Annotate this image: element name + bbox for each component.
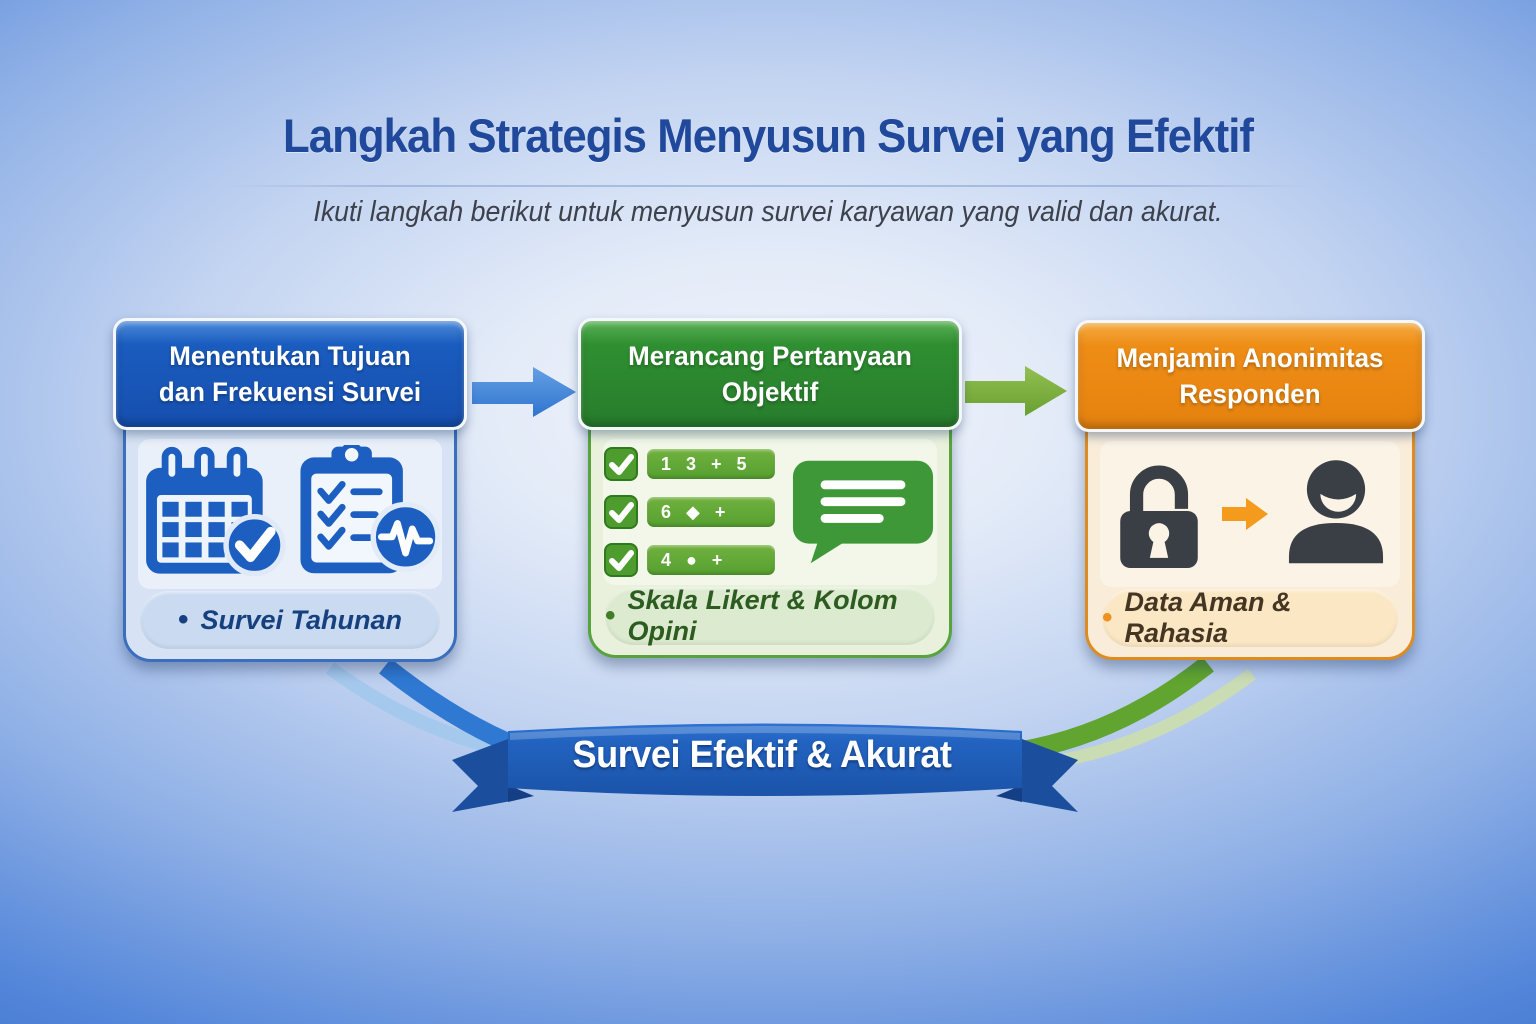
card-body: 1 3 + 5 6 ◆ + 4 ● + bbox=[588, 414, 952, 658]
card-footer-label: Survei Tahunan bbox=[200, 604, 403, 635]
scale-bar: 4 ● + bbox=[647, 545, 775, 575]
arrow-right-shape bbox=[965, 366, 1067, 416]
step-card-tujuan-frekuensi: • Survei Tahunan Menentukan Tujuan dan F… bbox=[113, 318, 467, 662]
flow-arrow-1-icon bbox=[472, 367, 576, 417]
ribbon-banner bbox=[452, 723, 1078, 812]
ribbon-tail-left bbox=[452, 736, 516, 812]
ribbon-fold-left bbox=[508, 785, 534, 802]
checkmark-badge-icon bbox=[223, 514, 286, 577]
card-footer-badge: • Survei Tahunan bbox=[140, 591, 440, 649]
clipboard-checklist-icon bbox=[300, 445, 441, 574]
ribbon-tail-right bbox=[1014, 736, 1078, 812]
ribbon-fold-right bbox=[996, 785, 1022, 802]
scale-bar: 6 ◆ + bbox=[647, 497, 775, 527]
scale-bar: 1 3 + 5 bbox=[647, 449, 775, 479]
step-card-pertanyaan-objektif: 1 3 + 5 6 ◆ + 4 ● + bbox=[578, 318, 962, 658]
page-title: Langkah Strategis Menyusun Survei yang E… bbox=[282, 109, 1254, 162]
calendar-rings bbox=[161, 446, 248, 484]
speech-bubble-icon bbox=[792, 460, 934, 564]
card-icon-panel: 1 3 + 5 6 ◆ + 4 ● + bbox=[603, 439, 937, 585]
padlock-icon bbox=[1120, 465, 1198, 569]
card-header: Menentukan Tujuan dan Frekuensi Survei bbox=[113, 318, 467, 430]
card-header: Merancang Pertanyaan Objektif bbox=[578, 318, 962, 430]
card-icon-panel bbox=[138, 439, 442, 589]
checklist-row: 1 3 + 5 bbox=[603, 446, 775, 482]
bullet-icon: • bbox=[605, 599, 616, 632]
page-subtitle: Ikuti langkah berikut untuk menyusun sur… bbox=[313, 196, 1223, 228]
clipboard-checks bbox=[317, 480, 346, 550]
ribbon-highlight bbox=[510, 726, 1020, 740]
arrow-right-shape bbox=[472, 367, 576, 417]
ribbon-band bbox=[508, 723, 1022, 796]
card-footer-badge: • Data Aman & Rahasia bbox=[1102, 587, 1398, 648]
keyhole bbox=[1148, 523, 1170, 544]
card-icon-panel bbox=[1100, 441, 1400, 587]
likert-checklist: 1 3 + 5 6 ◆ + 4 ● + bbox=[603, 446, 775, 578]
person-icon bbox=[1288, 460, 1384, 564]
ribbon-label: Survei Efektif & Akurat bbox=[572, 733, 952, 776]
calendar-grid bbox=[162, 501, 248, 558]
arrow-right-icon bbox=[1222, 498, 1268, 530]
checkbox-check-icon bbox=[604, 447, 638, 481]
checklist-row: 6 ◆ + bbox=[603, 494, 775, 530]
card-footer-label: Skala Likert & Kolom Opini bbox=[627, 585, 898, 646]
card-footer-label: Data Aman & Rahasia bbox=[1124, 587, 1292, 648]
card-title: Menentukan Tujuan dan Frekuensi Survei bbox=[158, 340, 422, 407]
card-header: Menjamin Anonimitas Responden bbox=[1075, 320, 1425, 432]
bullet-icon: • bbox=[1102, 601, 1113, 634]
card-title: Merancang Pertanyaan Objektif bbox=[628, 340, 912, 407]
pulse-badge-icon bbox=[370, 501, 441, 572]
checklist-row: 4 ● + bbox=[603, 542, 775, 578]
bullet-icon: • bbox=[177, 603, 189, 636]
step-card-anonimitas: • Data Aman & Rahasia Menjamin Anonimita… bbox=[1075, 320, 1425, 660]
card-title: Menjamin Anonimitas Responden bbox=[1116, 342, 1384, 409]
card-body: • Survei Tahunan bbox=[123, 414, 457, 662]
clipboard-lines bbox=[350, 488, 383, 541]
card-footer-badge: • Skala Likert & Kolom Opini bbox=[605, 585, 935, 646]
divider-line bbox=[225, 185, 1311, 187]
calendar-icon bbox=[146, 446, 286, 577]
checkbox-check-icon bbox=[604, 495, 638, 529]
smile bbox=[1320, 493, 1357, 512]
checkbox-check-icon bbox=[604, 543, 638, 577]
flow-arrow-2-icon bbox=[965, 366, 1067, 416]
speech-bubble-lines bbox=[820, 480, 906, 523]
card-body: • Data Aman & Rahasia bbox=[1085, 416, 1415, 660]
